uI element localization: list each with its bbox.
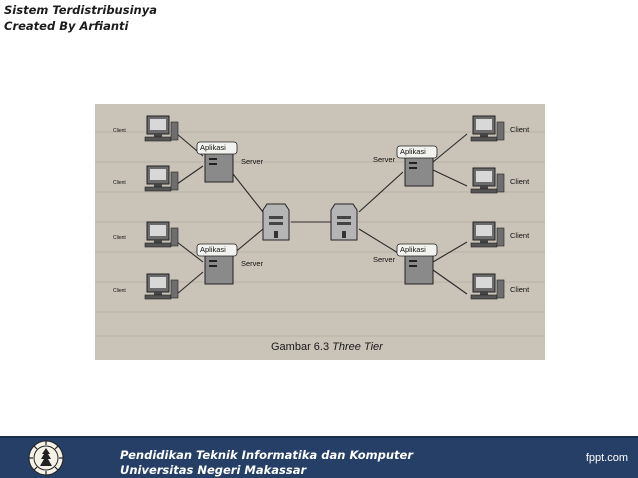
left-client-label-2: Client [113, 180, 126, 186]
left-client-label-3: Client [113, 235, 126, 241]
computer-icon [470, 221, 505, 248]
footer-university: Universitas Negeri Makassar [120, 463, 307, 477]
computer-icon [470, 273, 505, 300]
figure-caption-number: Gambar 6.3 [271, 341, 329, 353]
slide-footer: Pendidikan Teknik Informatika dan Komput… [0, 436, 638, 478]
university-logo-icon [28, 440, 64, 476]
left-client-label-1: Client [113, 128, 126, 134]
slide-header: Sistem Terdistribusinya Created By Arfia… [4, 2, 157, 34]
left-server-label-top: Server [241, 157, 264, 166]
footer-institution: Pendidikan Teknik Informatika dan Komput… [120, 448, 413, 478]
computer-icon [144, 115, 179, 142]
right-client-label-4: Client [510, 285, 530, 294]
right-server-label-top: Server [373, 155, 396, 164]
three-tier-figure: Client Client Client Client Aplikasi Apl… [95, 104, 545, 360]
right-client-label-1: Client [510, 125, 530, 134]
right-client-label-2: Client [510, 177, 530, 186]
computer-icon [144, 165, 179, 192]
computer-icon [470, 115, 505, 142]
left-app-label-1: Aplikasi [200, 143, 226, 152]
right-server-label-bottom: Server [373, 255, 396, 264]
network-links [176, 133, 468, 295]
slide-author: Created By Arfianti [4, 19, 129, 33]
footer-department: Pendidikan Teknik Informatika dan Komput… [120, 448, 414, 462]
left-client-label-4: Client [113, 288, 126, 294]
background-texture [95, 131, 545, 337]
footer-brand: fppt.com [585, 452, 628, 464]
three-tier-diagram: Client Client Client Client Aplikasi Apl… [95, 115, 545, 353]
right-app-label-2: Aplikasi [400, 245, 426, 254]
computer-icon [144, 273, 179, 300]
right-app-label-1: Aplikasi [400, 147, 426, 156]
slide-title: Sistem Terdistribusinya [4, 3, 157, 17]
database-server-icon [262, 203, 290, 241]
figure-caption-title: Three Tier [332, 341, 384, 353]
computer-icon [470, 167, 505, 194]
left-app-label-2: Aplikasi [200, 245, 226, 254]
right-client-label-3: Client [510, 231, 530, 240]
figure-caption: Gambar 6.3 Three Tier [271, 341, 384, 353]
computer-icon [144, 221, 179, 248]
database-server-icon [330, 203, 358, 241]
left-server-label-bottom: Server [241, 259, 264, 268]
